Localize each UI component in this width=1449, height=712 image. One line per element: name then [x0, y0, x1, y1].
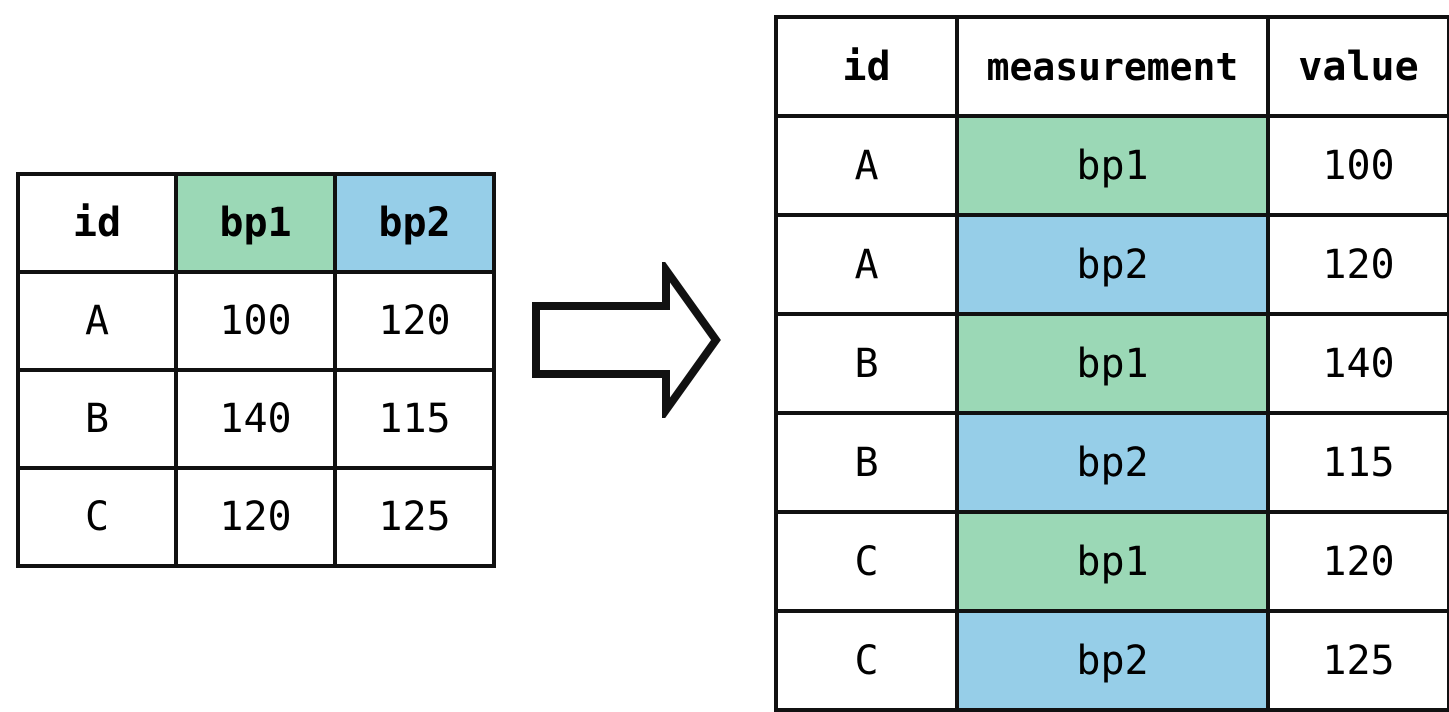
long-cell-id-value: B — [854, 439, 879, 486]
long-cell-measurement-value: bp2 — [1076, 637, 1149, 684]
table-row: A bp1 100 — [774, 114, 1449, 217]
long-format-table: id measurement value A bp1 100 — [774, 15, 1449, 712]
long-cell-measurement: bp1 — [955, 114, 1270, 217]
wide-cell-bp1: 140 — [174, 368, 337, 470]
long-cell-measurement-value: bp1 — [1076, 538, 1149, 585]
long-cell-measurement-value: bp2 — [1076, 439, 1149, 486]
wide-header-bp1-label: bp1 — [219, 200, 292, 246]
long-cell-measurement: bp1 — [955, 510, 1270, 613]
long-cell-value: 125 — [1266, 609, 1449, 712]
wide-header-bp2: bp2 — [333, 172, 496, 274]
long-cell-measurement: bp2 — [955, 411, 1270, 514]
long-cell-value: 115 — [1266, 411, 1449, 514]
long-header-measurement: measurement — [955, 15, 1270, 118]
long-cell-id: B — [774, 411, 959, 514]
long-cell-measurement: bp2 — [955, 609, 1270, 712]
long-cell-measurement-value: bp1 — [1076, 340, 1149, 387]
long-cell-id-value: B — [854, 340, 879, 387]
table-row: C 120 125 — [16, 466, 496, 568]
long-cell-id-value: C — [854, 637, 879, 684]
wide-cell-bp2: 125 — [333, 466, 496, 568]
long-cell-measurement: bp2 — [955, 213, 1270, 316]
wide-cell-bp1-value: 100 — [219, 298, 292, 344]
wide-cell-id-value: C — [84, 494, 110, 540]
wide-header-bp2-label: bp2 — [378, 200, 451, 246]
wide-cell-id-value: A — [84, 298, 110, 344]
long-header-id: id — [774, 15, 959, 118]
table-row: A 100 120 — [16, 270, 496, 372]
wide-cell-bp2-value: 115 — [378, 396, 451, 442]
long-cell-id: C — [774, 510, 959, 613]
wide-cell-bp1: 120 — [174, 466, 337, 568]
long-header-measurement-label: measurement — [986, 44, 1239, 89]
wide-cell-id: C — [16, 466, 178, 568]
wide-cell-id: B — [16, 368, 178, 470]
wide-cell-id: A — [16, 270, 178, 372]
long-header-value: value — [1266, 15, 1449, 118]
long-cell-value-value: 120 — [1322, 241, 1395, 288]
long-cell-measurement-value: bp2 — [1076, 241, 1149, 288]
long-cell-id: A — [774, 114, 959, 217]
arrow-shape — [532, 262, 721, 418]
long-cell-value: 120 — [1266, 510, 1449, 613]
long-cell-value-value: 140 — [1322, 340, 1395, 387]
long-cell-id-value: C — [854, 538, 879, 585]
long-cell-id: C — [774, 609, 959, 712]
wide-cell-bp2-value: 120 — [378, 298, 451, 344]
table-row: B 140 115 — [16, 368, 496, 470]
long-cell-value: 100 — [1266, 114, 1449, 217]
table-row: C bp2 125 — [774, 609, 1449, 712]
long-cell-value-value: 125 — [1322, 637, 1395, 684]
long-cell-value: 140 — [1266, 312, 1449, 415]
long-cell-id-value: A — [854, 142, 879, 189]
wide-format-table: id bp1 bp2 A 100 120 — [16, 172, 496, 568]
wide-cell-bp1-value: 140 — [219, 396, 292, 442]
wide-cell-bp1-value: 120 — [219, 494, 292, 540]
wide-table-header-row: id bp1 bp2 — [16, 172, 496, 274]
wide-cell-id-value: B — [84, 396, 110, 442]
table-row: C bp1 120 — [774, 510, 1449, 613]
long-cell-value-value: 115 — [1322, 439, 1395, 486]
table-row: B bp2 115 — [774, 411, 1449, 514]
long-cell-measurement-value: bp1 — [1076, 142, 1149, 189]
wide-header-id: id — [16, 172, 178, 274]
long-cell-id-value: A — [854, 241, 879, 288]
long-header-id-label: id — [842, 43, 891, 90]
right-block-arrow-icon — [532, 262, 721, 418]
wide-cell-bp1: 100 — [174, 270, 337, 372]
table-row: B bp1 140 — [774, 312, 1449, 415]
wide-cell-bp2: 115 — [333, 368, 496, 470]
long-cell-value-value: 120 — [1322, 538, 1395, 585]
long-cell-id: A — [774, 213, 959, 316]
long-table-header-row: id measurement value — [774, 15, 1449, 118]
diagram-canvas: id bp1 bp2 A 100 120 — [16, 15, 1449, 712]
wide-header-bp1: bp1 — [174, 172, 337, 274]
wide-cell-bp2-value: 125 — [378, 494, 451, 540]
long-cell-id: B — [774, 312, 959, 415]
wide-header-id-label: id — [72, 200, 122, 246]
table-row: A bp2 120 — [774, 213, 1449, 316]
long-header-value-label: value — [1298, 43, 1419, 90]
long-cell-value-value: 100 — [1322, 142, 1395, 189]
long-cell-value: 120 — [1266, 213, 1449, 316]
wide-cell-bp2: 120 — [333, 270, 496, 372]
long-cell-measurement: bp1 — [955, 312, 1270, 415]
